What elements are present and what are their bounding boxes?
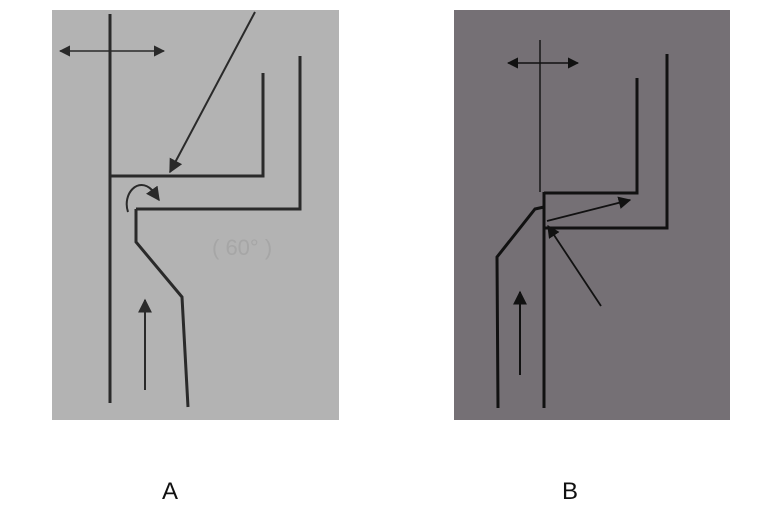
- outer-tool-profile: [544, 54, 669, 230]
- curved-arrow-icon: [125, 184, 160, 213]
- panel-b-background: [454, 10, 730, 420]
- workpiece-contour: [134, 209, 190, 408]
- diagram-panel-b: [454, 10, 730, 420]
- diagram-b-svg: [454, 10, 730, 420]
- upper-tool-profile: [110, 73, 265, 178]
- upper-tool-profile: [544, 78, 639, 195]
- outer-tool-profile: [136, 56, 302, 211]
- diagonal-arrow-icon: [546, 196, 632, 222]
- panel-b-caption: B: [561, 478, 578, 505]
- diagonal-arrow-icon: [169, 11, 256, 174]
- faint-scan-text: ( 60° ): [212, 235, 272, 260]
- workpiece-contour: [495, 205, 545, 409]
- diagram-a-svg: ( 60° ): [52, 10, 339, 420]
- panel-a-background: [52, 10, 339, 420]
- diagonal-arrow-icon: [547, 224, 602, 307]
- panel-a-caption: A: [161, 478, 178, 505]
- diagram-panel-a: ( 60° ): [52, 10, 339, 420]
